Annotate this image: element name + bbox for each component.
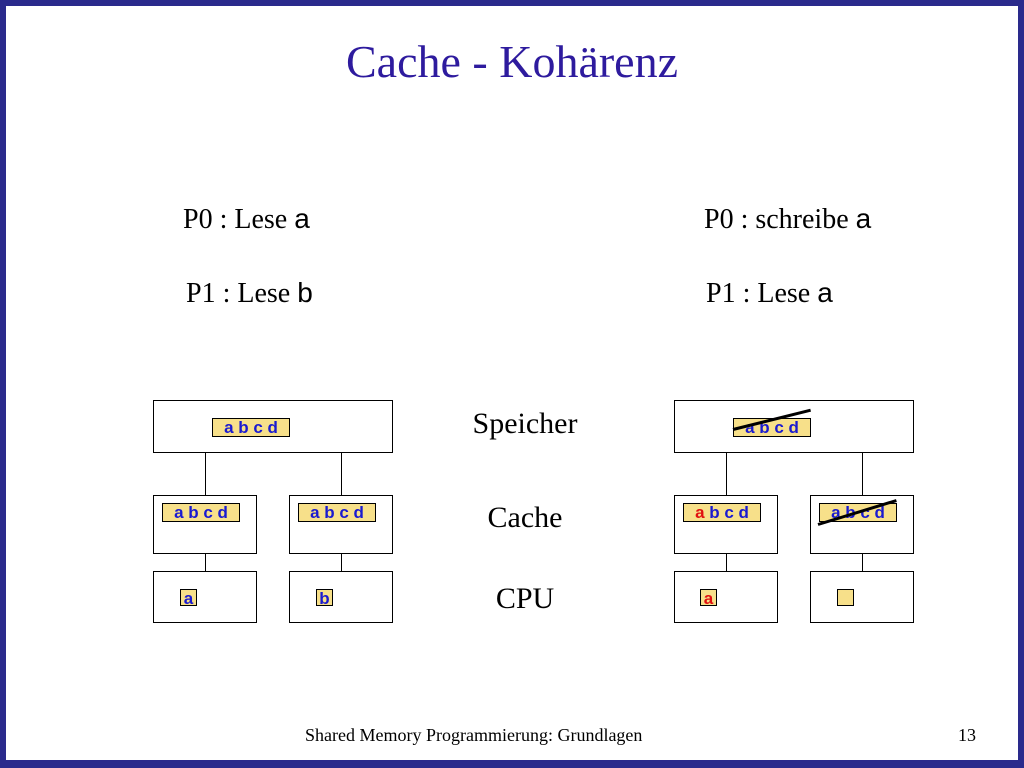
left-line-mem-cache0: [205, 453, 206, 495]
slide-title: Cache - Kohärenz: [345, 36, 679, 87]
left-line-cache1-cpu1: [341, 554, 342, 571]
left-line-cache0-cpu0: [205, 554, 206, 571]
left-line-mem-cache1: [341, 453, 342, 495]
left-op-p0-prefix: P0 : Lese: [183, 204, 295, 235]
left-op-p1-var: b: [297, 277, 313, 308]
left-cache0-cell: a b c d: [162, 503, 240, 522]
label-memory: Speicher: [472, 407, 578, 440]
right-line-mem-cache0: [726, 453, 727, 495]
right-op-p0-var: a: [855, 203, 872, 234]
page-number: 13: [958, 725, 976, 745]
left-op-p0: P0 : Lese a: [183, 202, 310, 237]
left-op-p1: P1 : Lese b: [186, 276, 313, 311]
label-cache: Cache: [487, 501, 563, 534]
left-cache1-cell: a b c d: [298, 503, 376, 522]
footer-text: Shared Memory Programmierung: Grundlagen: [305, 725, 643, 745]
right-cache0-modified-a: a: [695, 503, 705, 522]
label-cpu: CPU: [495, 582, 555, 615]
right-cpu1-box: [810, 571, 914, 623]
right-op-p1-prefix: P1 : Lese: [706, 278, 818, 309]
left-cpu1-cell: b: [316, 589, 333, 608]
right-cache0-cell: a b c d: [683, 503, 761, 522]
left-cpu1-box: [289, 571, 393, 623]
left-cpu0-box: [153, 571, 257, 623]
right-cpu0-box: [674, 571, 778, 623]
left-op-p1-prefix: P1 : Lese: [186, 278, 298, 309]
right-op-p1-var: a: [817, 277, 833, 308]
right-cpu0-value: a: [703, 589, 714, 608]
right-op-p0-prefix: P0 : schreibe: [704, 204, 856, 235]
right-cpu1-cell: [837, 589, 854, 606]
right-op-p1: P1 : Lese a: [706, 276, 833, 311]
left-op-p0-var: a: [294, 203, 310, 234]
right-cpu0-cell: a: [700, 589, 717, 608]
left-cpu0-cell: a: [180, 589, 197, 608]
right-op-p0: P0 : schreibe a: [704, 202, 871, 237]
right-line-cache1-cpu1: [862, 554, 863, 571]
right-line-mem-cache1: [862, 453, 863, 495]
right-cache0-rest: b c d: [704, 503, 749, 522]
left-memory-cell: a b c d: [212, 418, 290, 437]
right-line-cache0-cpu0: [726, 554, 727, 571]
